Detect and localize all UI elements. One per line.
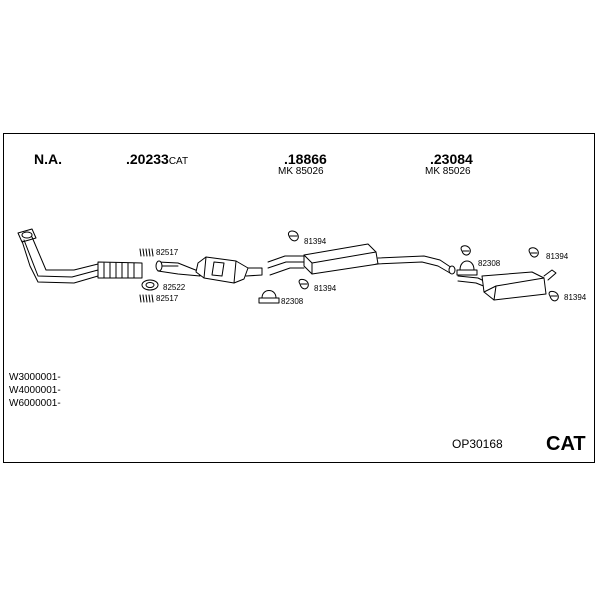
clamp-icon	[258, 290, 280, 304]
part-label-gasket: 82522	[163, 283, 186, 292]
part-label-clamp-1: 82308	[281, 297, 304, 306]
section-ref-middle-silencer: .18866	[284, 151, 327, 167]
part-label-clamp-2: 82308	[478, 259, 501, 268]
section-kit-middle-silencer: MK 85026	[278, 166, 324, 177]
part-label-spring-a: 82517	[156, 248, 179, 257]
catalyst-drawing	[155, 256, 263, 284]
section-ref-front-pipe: N.A.	[34, 151, 62, 167]
spring-icon	[139, 248, 154, 257]
part-label-rubber-2: 81394	[314, 284, 337, 293]
spring-icon	[139, 294, 154, 303]
section-ref-catalyst: .20233CAT	[126, 151, 189, 167]
sheet-code: OP30168	[452, 437, 503, 451]
section-kit-rear-silencer: MK 85026	[425, 166, 471, 177]
gasket-icon	[141, 279, 159, 291]
part-label-rubber-3: 81394	[546, 252, 569, 261]
variant-code: W6000001-	[9, 398, 61, 409]
part-label-spring-b: 82517	[156, 294, 179, 303]
part-label-rubber-4: 81394	[564, 293, 587, 302]
clamp-icon	[456, 260, 478, 276]
variant-code: W4000001-	[9, 385, 61, 396]
rubber-mount-icon	[460, 245, 471, 256]
front-pipe-drawing	[17, 228, 143, 284]
rear-silencer-drawing	[457, 269, 557, 301]
part-label-rubber-1: 81394	[304, 237, 327, 246]
rubber-mount-icon	[287, 230, 299, 242]
middle-silencer-drawing	[303, 243, 456, 275]
section-ref-rear-silencer: .23084	[430, 151, 473, 167]
rubber-mount-icon	[548, 290, 559, 302]
cat-badge: CAT	[546, 433, 586, 455]
diagram-frame	[3, 133, 595, 463]
middle-pipe-drawing	[267, 255, 305, 276]
rubber-mount-icon	[528, 247, 539, 258]
rubber-mount-icon	[298, 278, 309, 290]
variant-code: W3000001-	[9, 372, 61, 383]
